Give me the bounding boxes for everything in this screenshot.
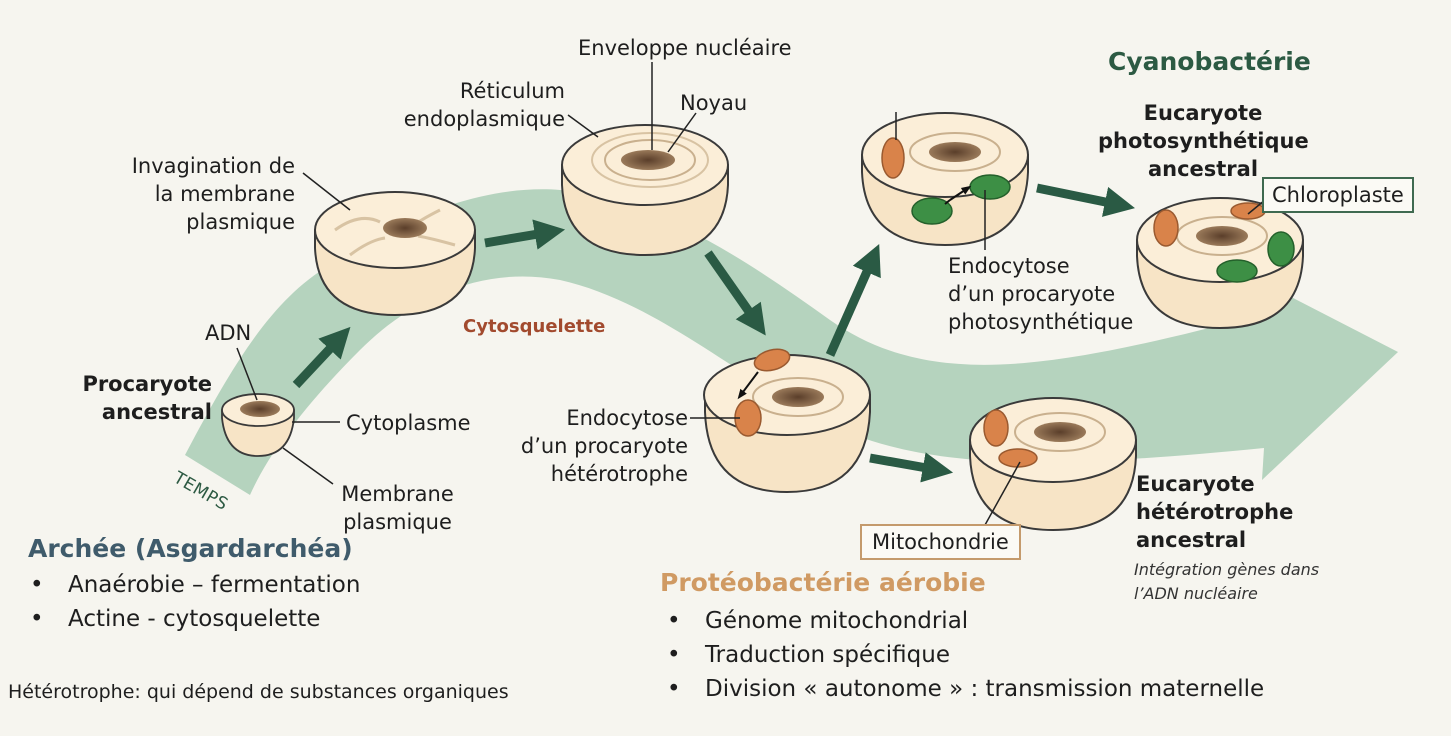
label-membrane-plasmique-1: Membrane — [341, 482, 454, 506]
label-reticulum-2: endoplasmique — [403, 107, 565, 131]
label-noyau: Noyau — [680, 91, 748, 115]
list-item: Actine - cytosquelette — [28, 602, 360, 636]
leader-lines — [236, 62, 1266, 526]
label-euc-photo-2: photosynthétique — [1098, 129, 1309, 153]
footnote: Hétérotrophe: qui dépend de substances o… — [8, 681, 509, 703]
proteo-list: Génome mitochondrial Traduction spécifiq… — [665, 604, 1264, 706]
cell-eucaryote-hetero — [969, 397, 1137, 532]
label-invagination-1: Invagination de — [131, 154, 295, 178]
label-integration-2: l’ADN nucléaire — [1134, 584, 1258, 603]
label-euc-hetero-3: ancestral — [1136, 528, 1247, 552]
cell-endocytose-hetero — [703, 348, 871, 494]
label-euc-photo-3: ancestral — [1147, 157, 1259, 181]
label-invagination-3: plasmique — [186, 210, 295, 234]
archee-title: Archée (Asgardarchéa) — [28, 534, 353, 563]
label-endocytose-photo-3: photosynthétique — [948, 310, 1134, 334]
label-procaryote-ancestral-1: Procaryote — [82, 372, 212, 396]
label-euc-photo-1: Eucaryote — [1143, 101, 1263, 125]
proteo-title: Protéobactérie aérobie — [660, 568, 986, 597]
label-cytosquelette: Cytosquelette — [463, 316, 606, 337]
label-cytoplasme: Cytoplasme — [346, 411, 471, 435]
label-procaryote-ancestral-2: ancestral — [101, 400, 212, 424]
list-item: Traduction spécifique — [665, 638, 1264, 672]
label-endocytose-photo-2: d’un procaryote — [948, 282, 1116, 306]
cell-invagination — [314, 191, 476, 317]
list-item: Division « autonome » : transmission mat… — [665, 672, 1264, 706]
label-endocytose-hetero-3: hétérotrophe — [550, 462, 688, 486]
label-cyanobacterie: Cyanobactérie — [1108, 47, 1311, 76]
label-euc-hetero-1: Eucaryote — [1136, 472, 1255, 496]
arrow-noyau-to-endocytose — [704, 250, 766, 336]
list-item: Génome mitochondrial — [665, 604, 1264, 638]
list-item: Anaérobie – fermentation — [28, 568, 360, 602]
label-integration-1: Intégration gènes dans — [1134, 560, 1320, 579]
flow-arrows — [292, 183, 1135, 483]
label-invagination-2: la membrane — [154, 182, 295, 206]
label-endocytose-photo-1: Endocytose — [948, 254, 1070, 278]
cell-procaryote — [221, 393, 295, 457]
label-endocytose-hetero-2: d’un procaryote — [520, 434, 688, 458]
label-reticulum-1: Réticulum — [459, 79, 565, 103]
arrow-invagination-to-noyau — [484, 219, 566, 250]
arrow-procaryote-to-invagination — [292, 326, 351, 389]
label-endocytose-hetero-1: Endocytose — [566, 406, 688, 430]
arrow-endocytose-to-photo — [825, 244, 881, 357]
label-euc-hetero-2: hétérotrophe — [1136, 500, 1294, 524]
cell-endocytose-photo — [861, 112, 1029, 247]
label-chloroplaste: Chloroplaste — [1262, 177, 1414, 213]
arrow-endocytose-to-hetero — [869, 452, 954, 483]
label-enveloppe-nucleaire: Enveloppe nucléaire — [578, 36, 792, 60]
cell-noyau — [561, 124, 729, 257]
arrow-photo-to-eucaryote — [1036, 183, 1135, 217]
archee-list: Anaérobie – fermentation Actine - cytosq… — [28, 568, 360, 636]
label-membrane-plasmique-2: plasmique — [343, 510, 452, 534]
cell-eucaryote-photo — [1136, 197, 1304, 330]
label-adn: ADN — [205, 321, 252, 345]
label-mitochondrie: Mitochondrie — [860, 524, 1021, 560]
